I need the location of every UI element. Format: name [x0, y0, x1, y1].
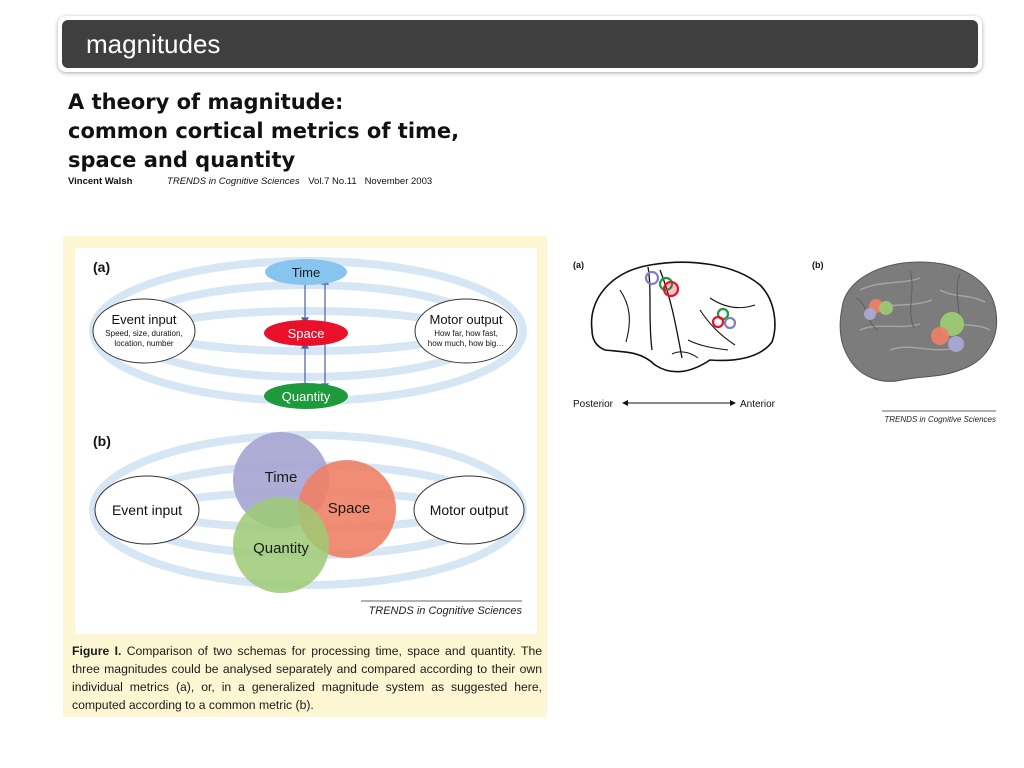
space-node — [264, 320, 348, 346]
human-brain-image — [839, 261, 998, 382]
paper-author: Vincent Walsh — [68, 176, 133, 187]
posterior-label: Posterior — [573, 399, 614, 410]
brain-figure-credit: TRENDS in Cognitive Sciences — [884, 415, 996, 424]
slide-title: magnitudes — [86, 29, 221, 59]
paper-date: November 2003 — [364, 176, 433, 187]
panel-a-label: (a) — [93, 259, 110, 275]
brain-panel-b-label: (b) — [812, 260, 824, 270]
event-input-title: Event input — [111, 312, 176, 327]
motor-output-sub1: How far, how fast, — [434, 329, 498, 338]
motor-output-sub2: how much, how big… — [428, 339, 504, 348]
event-input-sub1: Speed, size, duration, — [105, 329, 182, 338]
caption-lead: Figure I. — [72, 644, 122, 658]
event-input-node-b — [94, 475, 200, 545]
figure-caption: Figure I. Comparison of two schemas for … — [72, 642, 542, 714]
caption-text: Comparison of two schemas for processing… — [72, 644, 543, 712]
paper-title-line-1: A theory of magnitude: — [68, 90, 344, 114]
event-input-label-b: Event input — [112, 502, 182, 518]
quantity-node-label: Quantity — [282, 389, 331, 404]
venn-quantity-label: Quantity — [253, 540, 309, 557]
axis-arrow-right — [730, 400, 736, 406]
axis-arrow-left — [622, 400, 628, 406]
venn-quantity-circle — [233, 497, 329, 593]
quantity-node — [264, 383, 348, 409]
time-node-label: Time — [292, 265, 320, 280]
paper-citation: Vincent Walsh TRENDS in Cognitive Scienc… — [68, 176, 432, 187]
event-input-sub2: location, number — [114, 339, 173, 348]
paper-title-line-2: common cortical metrics of time, — [68, 119, 460, 143]
paper-title: A theory of magnitude: common cortical m… — [68, 88, 548, 175]
motor-output-node — [414, 298, 518, 364]
figure-brain: (a) Posterior Anterior (b) — [560, 250, 1010, 440]
motor-output-title: Motor output — [430, 312, 503, 327]
anterior-label: Anterior — [740, 399, 776, 410]
figure-credit: TRENDS in Cognitive Sciences — [369, 605, 523, 617]
panel-b-label: (b) — [93, 433, 111, 449]
brain-panel-a-label: (a) — [573, 260, 584, 270]
monkey-brain-markers — [644, 270, 737, 330]
paper-volume: Vol.7 No.11 — [308, 176, 357, 187]
panel-b: (b) Time Space Quantity Event input Moto… — [89, 431, 527, 593]
paper-journal: TRENDS in Cognitive Sciences — [167, 176, 300, 187]
motor-output-node-b — [413, 475, 525, 545]
slide-title-bar: magnitudes — [58, 16, 982, 72]
event-input-node — [92, 298, 196, 364]
venn-space-label: Space — [328, 500, 371, 517]
venn-time-label: Time — [265, 469, 298, 486]
figure-schema: (a) Time Space Quantity Event input S — [63, 236, 547, 717]
monkey-brain-outline — [590, 261, 776, 373]
paper-title-line-3: space and quantity — [68, 148, 296, 172]
slide-title-bar-inner: magnitudes — [62, 20, 978, 68]
panel-a: (a) Time Space Quantity Event input S — [89, 257, 527, 409]
time-node — [265, 259, 347, 285]
space-node-label: Space — [288, 326, 325, 341]
motor-output-label-b: Motor output — [430, 502, 509, 518]
